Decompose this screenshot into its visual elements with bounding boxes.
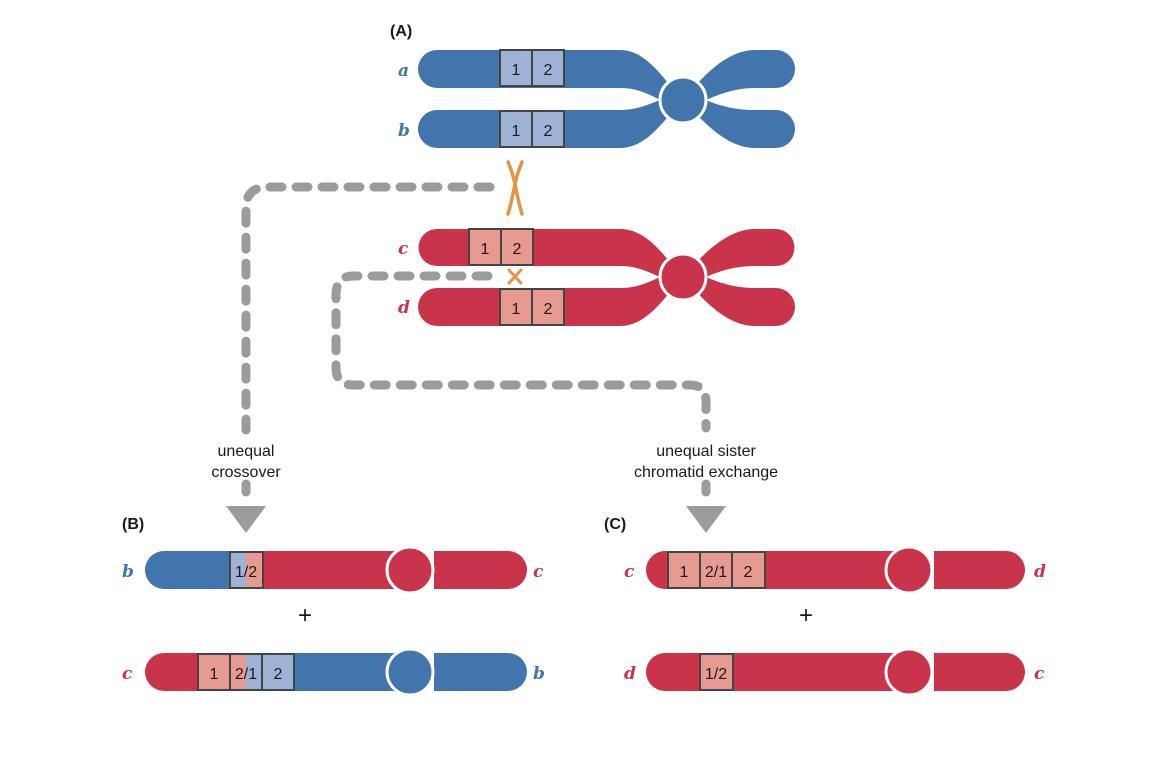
chromatid-b-right-arm bbox=[683, 100, 795, 148]
strand-label-c-top-right: d bbox=[1034, 562, 1046, 582]
gene-label-c-2: 2 bbox=[513, 241, 522, 258]
gene-label-c-bottom-fused: 1/2 bbox=[705, 666, 727, 683]
gene-label-b-bottom-fused: 2/1 bbox=[235, 666, 257, 683]
dashed-path-unequal-crossover bbox=[241, 182, 495, 435]
caption-unequal-crossover-line1: unequal bbox=[218, 443, 275, 460]
gene-box-a: 1 2 bbox=[499, 49, 565, 87]
gene-label-c-top-1: 1 bbox=[680, 564, 689, 581]
centromere-blue bbox=[658, 75, 708, 125]
gene-label-a-2: 2 bbox=[544, 62, 553, 79]
chromatid-c-left-arm bbox=[418, 229, 683, 277]
strand-label-b: b bbox=[398, 121, 410, 141]
panel-label-c: (C) bbox=[604, 516, 626, 533]
strand-label-a: a bbox=[398, 61, 409, 81]
caption-unequal-sister-line2: chromatid exchange bbox=[634, 464, 778, 481]
gene-box-d: 1 2 bbox=[499, 288, 565, 326]
product-chromosome-b-bottom: 1 2/1 2 bbox=[145, 647, 527, 697]
centromere-red bbox=[658, 252, 708, 302]
strand-label-c-top-left: c bbox=[624, 562, 635, 582]
gene-label-b-1: 1 bbox=[512, 123, 521, 140]
product-chromosome-c-top: 1 2/1 2 bbox=[646, 545, 1025, 595]
gene-label-b-2: 2 bbox=[544, 123, 553, 140]
chromatid-a-right-arm bbox=[683, 50, 795, 100]
gene-box-b: 1 2 bbox=[499, 110, 565, 148]
gene-label-a-1: 1 bbox=[512, 62, 521, 79]
caption-unequal-sister-line1: unequal sister bbox=[656, 443, 756, 460]
crossover-marker-small bbox=[507, 268, 523, 285]
crossover-marker-large bbox=[506, 160, 524, 216]
gene-label-b-bottom-2: 2 bbox=[274, 666, 283, 683]
gene-label-c-1: 1 bbox=[481, 241, 490, 258]
strand-label-b-top-left: b bbox=[122, 562, 134, 582]
plus-sign-c: + bbox=[799, 602, 813, 629]
arrow-down-left bbox=[226, 506, 266, 533]
chromatid-c-right-arm bbox=[683, 229, 795, 277]
gene-label-b-top-fused: 1/2 bbox=[235, 564, 257, 581]
panel-label-b: (B) bbox=[122, 516, 144, 533]
caption-unequal-crossover-line2: crossover bbox=[211, 464, 281, 481]
chromosome-blue: 1 2 1 2 bbox=[418, 49, 795, 148]
product-chromosome-c-bottom: 1/2 bbox=[646, 647, 1025, 697]
strand-label-c-bottom-left: d bbox=[624, 664, 636, 684]
strand-label-b-top-right: c bbox=[533, 562, 544, 582]
strand-label-d: d bbox=[398, 298, 410, 318]
strand-label-c-bottom-right: c bbox=[1034, 664, 1045, 684]
product-chromosome-b-top: 1/2 bbox=[145, 545, 527, 595]
gene-label-c-top-2: 2 bbox=[744, 564, 753, 581]
gene-label-b-bottom-1: 1 bbox=[210, 666, 219, 683]
strand-label-b-bottom-left: c bbox=[122, 664, 133, 684]
strand-label-b-bottom-right: b bbox=[533, 664, 545, 684]
gene-label-d-1: 1 bbox=[512, 301, 521, 318]
chromosome-red: 1 2 1 2 bbox=[418, 228, 795, 326]
plus-sign-b: + bbox=[298, 602, 312, 629]
gene-box-c: 1 2 bbox=[468, 228, 534, 266]
strand-label-c: c bbox=[398, 239, 409, 259]
gene-label-d-2: 2 bbox=[544, 301, 553, 318]
arrow-down-right bbox=[686, 506, 726, 533]
panel-label-a: (A) bbox=[390, 23, 412, 40]
chromatid-d-right-arm bbox=[683, 277, 795, 326]
gene-label-c-top-fused: 2/1 bbox=[705, 564, 727, 581]
